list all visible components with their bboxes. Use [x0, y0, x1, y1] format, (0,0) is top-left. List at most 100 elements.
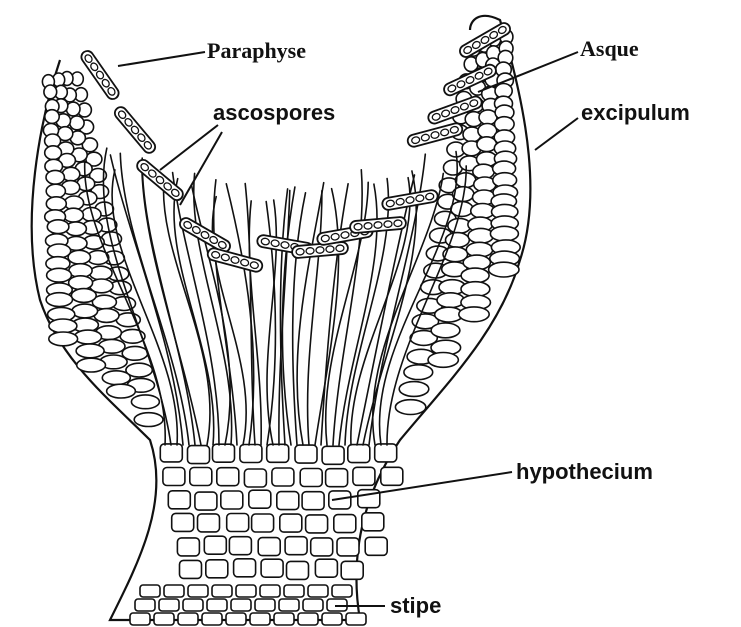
stipe-cell [308, 585, 328, 597]
excipulum-cell [490, 226, 518, 241]
asque-label: Asque [580, 36, 639, 62]
hypothecium-label: hypothecium [516, 459, 653, 485]
stipe-cell [183, 599, 203, 611]
ascospore [364, 222, 373, 229]
excipulum-cell [68, 250, 90, 264]
ascus [178, 216, 232, 254]
excipulum-cell [44, 85, 57, 99]
hypothecium-cell [190, 468, 212, 486]
hypothecium-cell [163, 468, 185, 486]
hypothecium-cell [229, 537, 251, 555]
paraphyse-label: Paraphyse [207, 38, 306, 64]
stipe-cell [188, 585, 208, 597]
hypothecium-cell [198, 514, 220, 532]
paraphysis-filament [293, 193, 306, 445]
ascospore [374, 221, 383, 228]
ascospore [306, 247, 315, 254]
stipe-cell [236, 585, 256, 597]
hypothecium-cell [353, 467, 375, 485]
stipe-cell [202, 613, 222, 625]
ascospore [296, 248, 305, 255]
hypothecium-cell [267, 444, 289, 462]
excipulum-cell [46, 197, 66, 211]
stipe-cell [159, 599, 179, 611]
paraphyse-leader [118, 52, 205, 66]
hypothecium-cell [258, 538, 280, 556]
ascospore [354, 223, 363, 230]
hypothecium-cell [272, 468, 294, 486]
excipulum-label: excipulum [581, 100, 690, 126]
hypothecium-cell [180, 560, 202, 578]
excipulum-cell [489, 262, 519, 277]
stipe-cell [332, 585, 352, 597]
excipulum-cell [461, 268, 489, 283]
ascospore [316, 246, 325, 253]
excipulum-cell [428, 353, 458, 368]
hypothecium-cell [348, 445, 370, 463]
hypothecium-cell [277, 492, 299, 510]
stipe-cell [322, 613, 342, 625]
stipe-cell [226, 613, 246, 625]
excipulum-cell [47, 220, 69, 234]
stipe-cell [346, 613, 366, 625]
hypothecium-cell [337, 538, 359, 556]
excipulum-cell [431, 323, 460, 338]
hypothecium-cell [287, 561, 309, 579]
excipulum-cell [49, 319, 77, 333]
excipulum-cell [107, 384, 136, 398]
excipulum-cell [399, 382, 429, 397]
stipe-cell [140, 585, 160, 597]
ascospore [326, 246, 335, 253]
stipe-cell [212, 585, 232, 597]
hypothecium-cell [168, 491, 190, 509]
excipulum-cell [74, 330, 101, 344]
hypothecium-cell [362, 513, 384, 531]
stipe-cell [274, 613, 294, 625]
hypothecium-cell [381, 467, 403, 485]
excipulum-cell [134, 413, 163, 427]
excipulum-cell [131, 395, 159, 409]
excipulum-cell [72, 304, 98, 318]
hypothecium-cell [300, 469, 322, 487]
hypothecium-cell [204, 536, 226, 554]
excipulum-cell [102, 371, 130, 385]
ascus [206, 247, 263, 273]
stipe-cell [255, 599, 275, 611]
hypothecium-cell [375, 444, 397, 462]
hypothecium-cell [365, 537, 387, 555]
excipulum-cell [77, 358, 106, 372]
ascus [112, 105, 157, 156]
stipe-cell [164, 585, 184, 597]
stipe-cell [279, 599, 299, 611]
excipulum-cell [90, 266, 112, 280]
stipe-cell [303, 599, 323, 611]
stipe-cell [130, 613, 150, 625]
hypothecium-cell [302, 492, 324, 510]
ascospore [384, 221, 393, 228]
hypothecium-cell [311, 538, 333, 556]
hypothecium-cell [217, 468, 239, 486]
stipe-label: stipe [390, 593, 441, 619]
stipe-cell [250, 613, 270, 625]
ascospores-label: ascospores [213, 100, 335, 126]
hypothecium-cell [341, 561, 363, 579]
excipulum-cell [459, 307, 489, 322]
stipe-cell [284, 585, 304, 597]
hypothecium-cell [322, 446, 344, 464]
excipulum-cell [45, 146, 62, 160]
hypothecium-cell [172, 513, 194, 531]
hypothecium-cell [334, 515, 356, 533]
hypothecium-cell [280, 514, 302, 532]
hypothecium-cell [240, 445, 262, 463]
excipulum-cell [63, 208, 83, 222]
hypothecium-cell [244, 469, 266, 487]
hypothecium-cell [227, 514, 249, 532]
excipulum-leader [535, 118, 578, 150]
excipulum-cell [46, 184, 65, 198]
excipulum-cell [45, 110, 59, 124]
excipulum-cell [46, 170, 64, 184]
excipulum-cell [468, 228, 493, 243]
excipulum-cell [71, 289, 96, 303]
